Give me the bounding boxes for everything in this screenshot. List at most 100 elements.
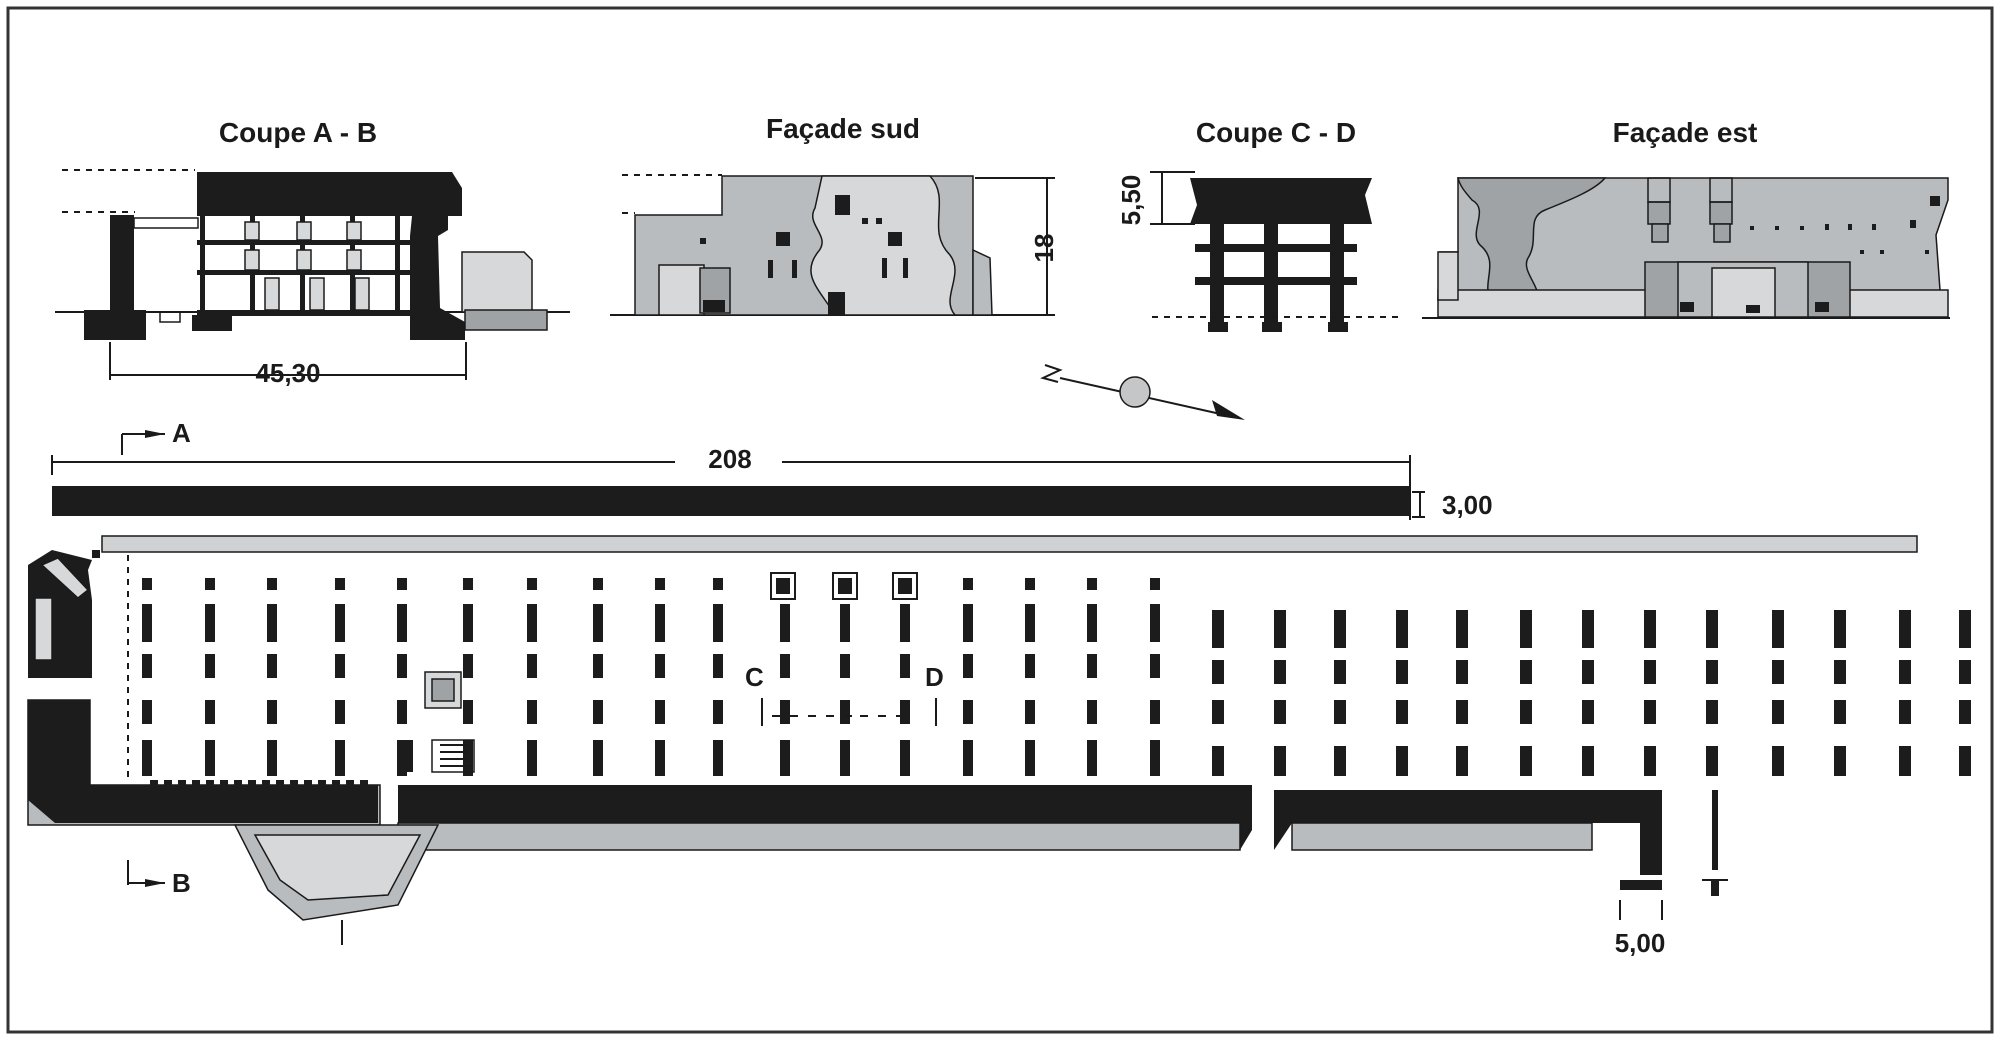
plan-column: [205, 740, 215, 776]
facade-est-drawing: Façade est: [1422, 117, 1950, 319]
roof-slab: [197, 172, 462, 216]
south-wall-outer: [397, 822, 1241, 851]
plan-column: [267, 654, 277, 678]
plan-column: [1772, 660, 1784, 684]
annex: [461, 251, 533, 313]
plan-column: [463, 700, 473, 724]
plan-column: [1212, 746, 1224, 776]
plan-column: [1582, 610, 1594, 648]
plan-column: [527, 740, 537, 776]
plan-column: [1087, 700, 1097, 724]
section-marker-a: A: [121, 418, 191, 455]
coupe-ab-drawing: Coupe A - B: [55, 117, 570, 388]
plan-column: [593, 604, 603, 642]
plan-column: [593, 654, 603, 678]
section-marker-b: B: [127, 860, 191, 898]
step: [159, 311, 181, 323]
left-wall: [110, 215, 134, 315]
annex-base: [464, 309, 548, 331]
wall-opening: [304, 780, 312, 785]
plan-column: [1520, 746, 1532, 776]
length-dimension: 208: [708, 444, 751, 474]
canopy: [133, 217, 199, 229]
plan-column: [1899, 746, 1911, 776]
plan-column: [840, 654, 850, 678]
wall-opening: [150, 780, 158, 785]
plan-column: [142, 740, 152, 776]
plan-column: [1087, 654, 1097, 678]
plan-column: [713, 654, 723, 678]
plan-column: [527, 700, 537, 724]
plan-column: [1025, 578, 1035, 590]
plan-column: [1644, 700, 1656, 724]
side-step: [972, 248, 993, 316]
plan-column: [267, 740, 277, 776]
section-label-b: B: [172, 868, 191, 898]
plan-column: [1772, 700, 1784, 724]
plan-column: [963, 654, 973, 678]
plan-column: [1334, 700, 1346, 724]
section-marker-c: C: [745, 662, 855, 726]
plan-column: [397, 604, 407, 642]
plan-column: [1025, 604, 1035, 642]
plan-column: [397, 578, 407, 590]
plan-column: [900, 700, 910, 724]
plan-column: [1959, 660, 1971, 684]
small-openings: [1750, 196, 1940, 254]
stairs: [405, 739, 475, 773]
framed-pier-core: [838, 578, 852, 594]
plan-column: [655, 604, 665, 642]
facade-est-title: Façade est: [1613, 117, 1758, 148]
windows: [244, 221, 370, 311]
north-symbol: [1040, 364, 1063, 383]
plan-column: [1212, 610, 1224, 648]
plan-column: [1274, 660, 1286, 684]
plan-column: [335, 654, 345, 678]
plan-column: [1087, 740, 1097, 776]
section-label-c: C: [745, 662, 764, 692]
plan-column: [593, 578, 603, 590]
framed-pier-core: [776, 578, 790, 594]
plan-column: [205, 604, 215, 642]
low-annex: [658, 264, 705, 316]
wall-opening: [290, 780, 298, 785]
wall-opening: [248, 780, 256, 785]
plan-column: [1520, 660, 1532, 684]
plan-column: [205, 654, 215, 678]
plan-column: [1150, 654, 1160, 678]
plan-column: [1644, 660, 1656, 684]
south-wall: [398, 785, 1252, 850]
coupe-cd-drawing: Coupe C - D 5,50: [1116, 117, 1402, 332]
plan-column: [963, 740, 973, 776]
coupe-cd-title: Coupe C - D: [1196, 117, 1356, 148]
bastion-inner: [253, 834, 422, 901]
wall-opening: [262, 780, 270, 785]
plan-column: [1959, 700, 1971, 724]
left-footing: [84, 310, 146, 340]
end-width-dimension: 5,00: [1615, 928, 1666, 958]
plan-column: [1706, 746, 1718, 776]
plan-column: [1520, 700, 1532, 724]
plan-column: [655, 654, 665, 678]
plan-column: [1772, 746, 1784, 776]
section-frame: [1195, 224, 1357, 332]
section-label-a: A: [172, 418, 191, 448]
plan-column: [900, 654, 910, 678]
plan-column: [1959, 610, 1971, 648]
plan-column: [335, 578, 345, 590]
plan-column: [1396, 700, 1408, 724]
plan-column: [397, 700, 407, 724]
plan-column: [1899, 610, 1911, 648]
plan-column: [1396, 660, 1408, 684]
wall-opening: [192, 780, 200, 785]
plan-column: [840, 604, 850, 642]
wall-opening: [206, 780, 214, 785]
height-dimension: 18: [1029, 234, 1059, 263]
plan-column: [1456, 700, 1468, 724]
section-marker-d: D: [860, 662, 944, 726]
chimneys: [1647, 177, 1733, 243]
plan-column: [463, 654, 473, 678]
width-dimension: 45,30: [255, 358, 320, 388]
